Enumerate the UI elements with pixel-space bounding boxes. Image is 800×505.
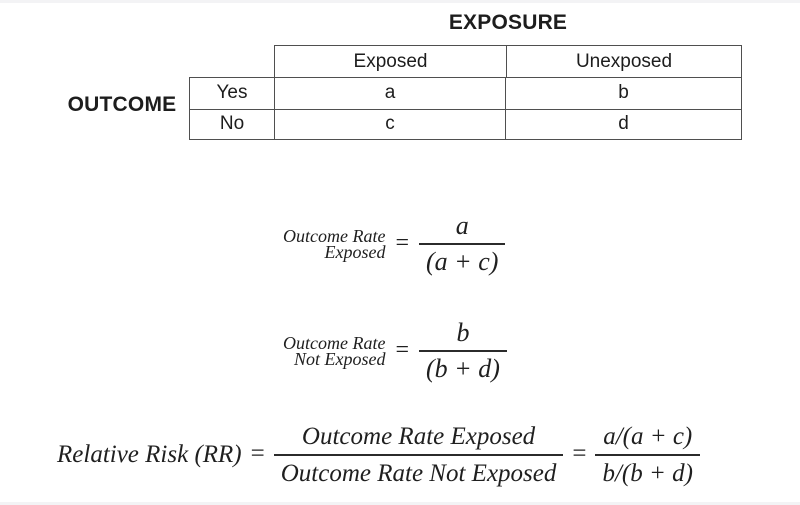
fraction-numerator: a: [455, 211, 469, 240]
formula-label-line1: Outcome Rate: [283, 226, 386, 246]
relative-risk-label: Relative Risk (RR): [57, 441, 242, 468]
exposure-axis-label: EXPOSURE: [448, 11, 568, 34]
table-header-row: Exposed Unexposed: [274, 45, 742, 78]
formula-label-outcome-rate-exposed: Outcome Rate Exposed: [283, 226, 386, 262]
fraction-numerator: b: [456, 318, 470, 347]
fraction-denominator: (b + d): [419, 350, 507, 383]
equals-sign: =: [250, 440, 265, 467]
window-edge-bottom: [0, 502, 800, 505]
fraction-denominator: b/(b + d): [595, 454, 700, 488]
formula-label-line1: Outcome Rate: [283, 333, 386, 353]
equals-sign: =: [395, 336, 410, 363]
outcome-axis-label: OUTCOME: [67, 93, 177, 116]
cell-c: c: [274, 108, 505, 139]
formula-outcome-rate-not-exposed: Outcome Rate Not Exposed = b (b + d): [283, 319, 507, 383]
fraction-denominator: (a + c): [419, 243, 506, 276]
row-label-yes: Yes: [216, 82, 248, 104]
formula-label-outcome-rate-not-exposed: Outcome Rate Not Exposed: [283, 333, 386, 369]
window-edge-top: [0, 0, 800, 3]
row-label-no: No: [190, 108, 274, 140]
fraction-a-over-a-plus-c: a (a + c): [419, 211, 506, 276]
fraction-b-over-b-plus-d: b (b + d): [419, 319, 507, 383]
fraction-cell-ratios: a/(a + c) b/(b + d): [595, 422, 700, 488]
formula-outcome-rate-exposed: Outcome Rate Exposed = a (a + c): [283, 211, 506, 276]
cell-a: a: [274, 78, 505, 109]
formula-label-line2: Not Exposed: [293, 349, 386, 369]
formula-relative-risk: Relative Risk (RR) = Outcome Rate Expose…: [57, 422, 700, 488]
table-body: Yes a b No c d: [189, 77, 742, 140]
equals-sign: =: [395, 229, 410, 256]
formula-label-line2: Exposed: [324, 242, 386, 262]
fraction-numerator: a/(a + c): [603, 423, 693, 450]
fraction-outcome-rates: Outcome Rate Exposed Outcome Rate Not Ex…: [273, 422, 564, 488]
equals-sign: =: [572, 440, 587, 467]
column-header-exposed: Exposed: [353, 51, 428, 72]
cell-b: b: [505, 78, 741, 109]
fraction-numerator: Outcome Rate Exposed: [301, 423, 536, 450]
fraction-denominator: Outcome Rate Not Exposed: [273, 454, 564, 488]
cell-d: d: [505, 108, 741, 139]
column-header-unexposed: Unexposed: [506, 46, 741, 78]
